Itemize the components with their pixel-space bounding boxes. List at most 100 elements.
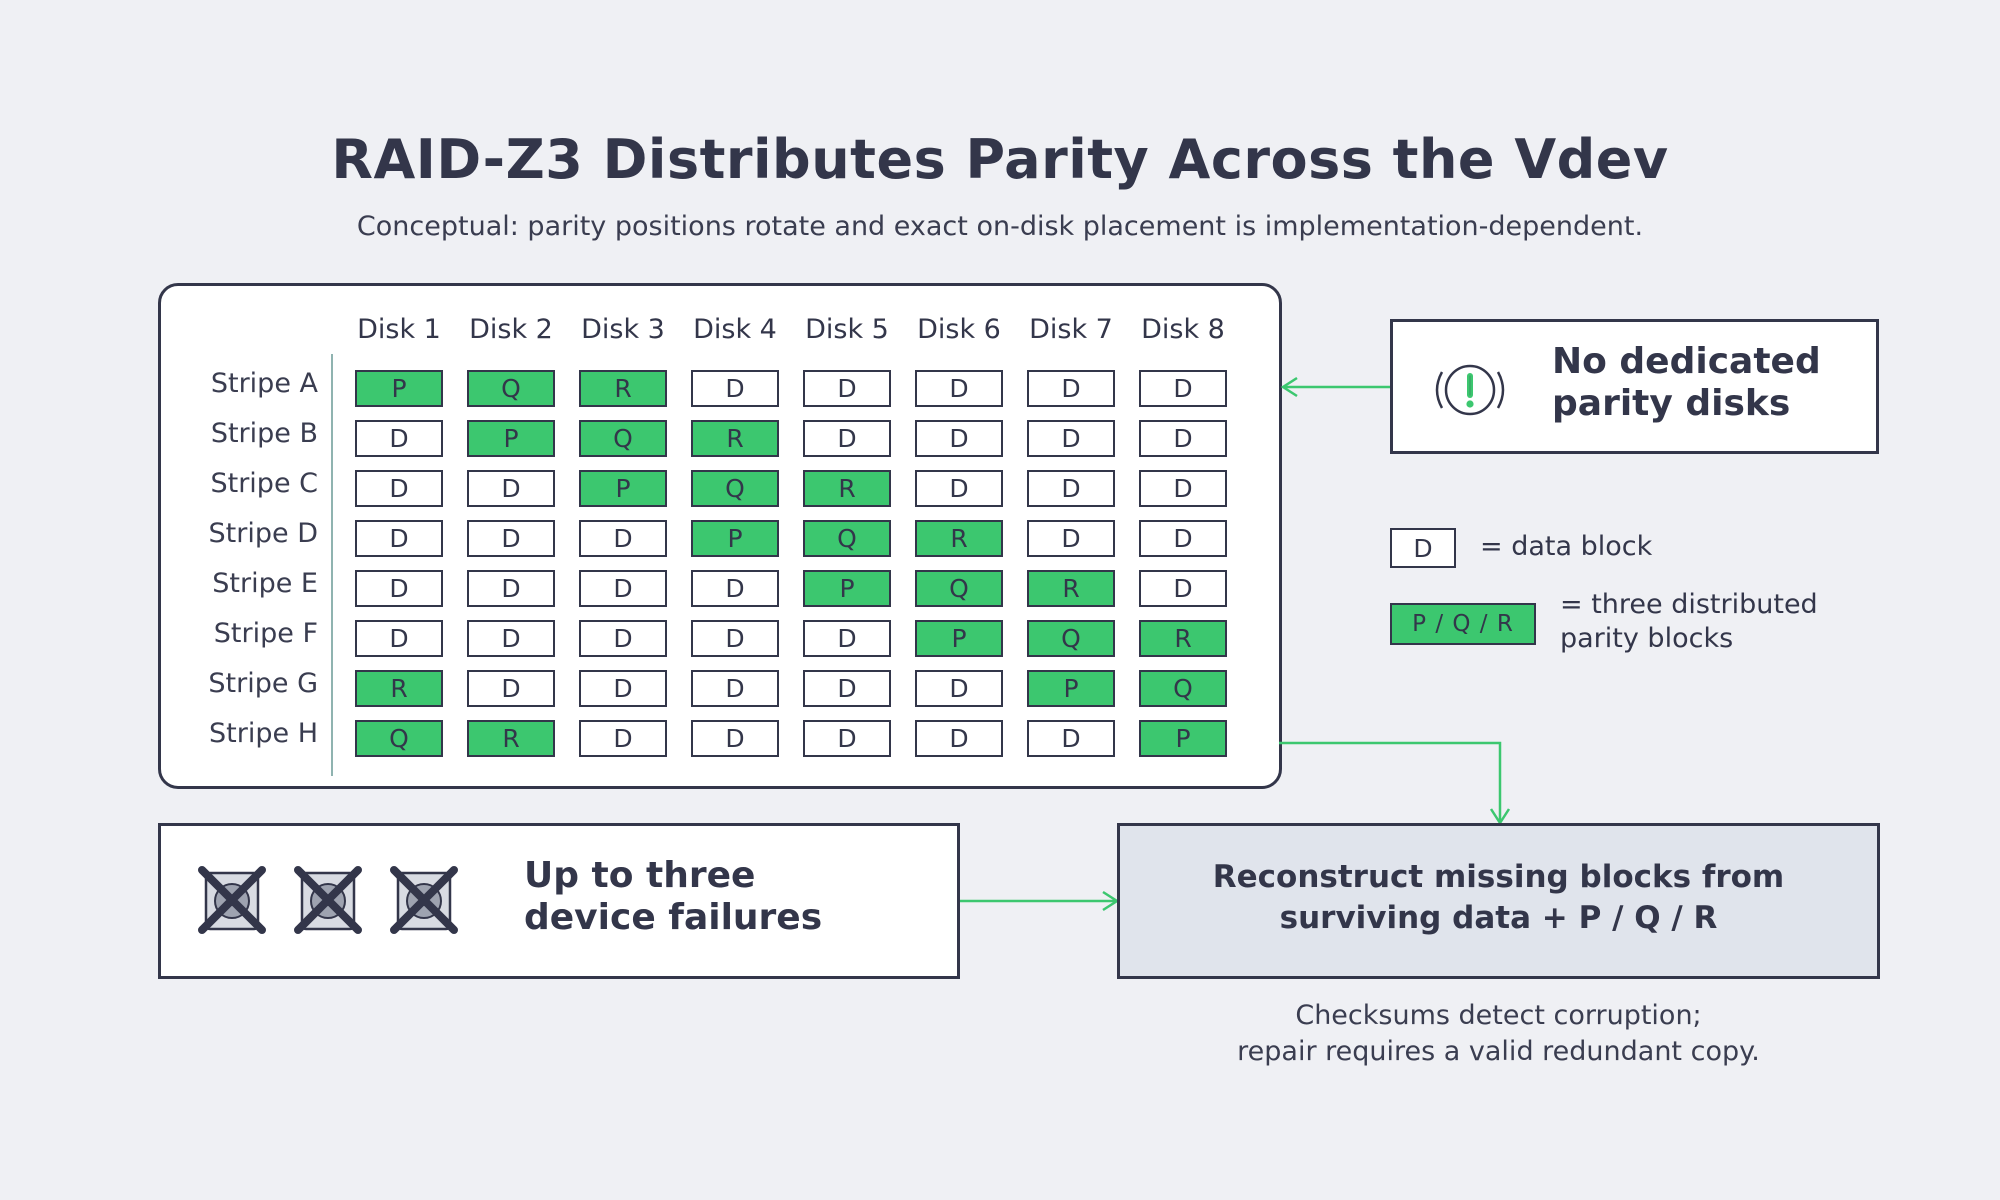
data-block: D — [579, 720, 667, 757]
data-block: D — [467, 520, 555, 557]
parity-block: P — [691, 520, 779, 557]
data-block: D — [579, 620, 667, 657]
failed-disk-icon — [388, 864, 460, 940]
stripe-label-c: Stripe C — [210, 468, 318, 499]
disk-header-2: Disk 2 — [469, 314, 553, 345]
data-block: D — [1027, 520, 1115, 557]
data-block: D — [691, 620, 779, 657]
legend-data-swatch: D — [1390, 528, 1456, 568]
data-block: D — [579, 520, 667, 557]
disk-header-5: Disk 5 — [805, 314, 889, 345]
parity-block: Q — [579, 420, 667, 457]
no-dedicated-parity-label: No dedicated parity disks — [1552, 341, 1821, 425]
data-block: D — [691, 570, 779, 607]
no-parity-line2: parity disks — [1552, 383, 1791, 424]
data-block: D — [467, 470, 555, 507]
data-block: D — [355, 520, 443, 557]
footnote-line1: Checksums detect corruption; — [1295, 1000, 1702, 1031]
data-block: D — [579, 670, 667, 707]
data-block: D — [803, 370, 891, 407]
data-block: D — [579, 570, 667, 607]
footnote: Checksums detect corruption; repair requ… — [1117, 998, 1880, 1070]
disk-header-8: Disk 8 — [1141, 314, 1225, 345]
failed-disk-icon — [292, 864, 364, 940]
failed-disk-icon — [196, 864, 268, 940]
data-block: D — [915, 370, 1003, 407]
legend-parity-text: = three distributed parity blocks — [1560, 588, 1818, 656]
parity-block: P — [1027, 670, 1115, 707]
parity-block: P — [1139, 720, 1227, 757]
parity-block: P — [355, 370, 443, 407]
warning-icon — [1430, 355, 1510, 425]
reconstruct-callout — [1117, 823, 1880, 979]
failures-line2: device failures — [524, 897, 823, 938]
parity-block: R — [691, 420, 779, 457]
parity-block: Q — [355, 720, 443, 757]
device-failures-callout — [158, 823, 960, 979]
data-block: D — [915, 670, 1003, 707]
parity-block: R — [803, 470, 891, 507]
data-block: D — [1027, 720, 1115, 757]
disk-header-6: Disk 6 — [917, 314, 1001, 345]
legend-parity-line1: = three distributed — [1560, 589, 1818, 620]
parity-block: P — [915, 620, 1003, 657]
data-block: D — [803, 420, 891, 457]
diagram-title: RAID-Z3 Distributes Parity Across the Vd… — [331, 128, 1669, 191]
parity-block: R — [355, 670, 443, 707]
parity-block: R — [915, 520, 1003, 557]
parity-block: P — [803, 570, 891, 607]
data-block: D — [355, 470, 443, 507]
legend-parity-swatch: P / Q / R — [1390, 603, 1536, 645]
data-block: D — [1139, 570, 1227, 607]
parity-block: Q — [691, 470, 779, 507]
data-block: D — [691, 720, 779, 757]
data-block: D — [467, 620, 555, 657]
parity-block: Q — [467, 370, 555, 407]
data-block: D — [1139, 370, 1227, 407]
stripe-label-g: Stripe G — [208, 668, 318, 699]
disk-header-3: Disk 3 — [581, 314, 665, 345]
data-block: D — [1139, 420, 1227, 457]
data-block: D — [691, 670, 779, 707]
parity-block: P — [467, 420, 555, 457]
data-block: D — [915, 720, 1003, 757]
data-block: D — [467, 670, 555, 707]
stripe-label-f: Stripe F — [213, 618, 318, 649]
parity-block: R — [579, 370, 667, 407]
no-parity-line1: No dedicated — [1552, 341, 1821, 382]
data-block: D — [1139, 470, 1227, 507]
arrow-grid-to-reconstruct — [1279, 741, 1502, 823]
reconstruct-label: Reconstruct missing blocks from survivin… — [1117, 857, 1880, 939]
reconstruct-line2: surviving data + P / Q / R — [1279, 900, 1718, 936]
stripe-label-b: Stripe B — [210, 418, 318, 449]
device-failures-label: Up to three device failures — [524, 855, 822, 939]
parity-block: R — [1027, 570, 1115, 607]
parity-block: P — [579, 470, 667, 507]
parity-block: Q — [1139, 670, 1227, 707]
diagram-subtitle: Conceptual: parity positions rotate and … — [356, 211, 1644, 242]
reconstruct-line1: Reconstruct missing blocks from — [1212, 859, 1785, 895]
data-block: D — [691, 370, 779, 407]
parity-block: R — [467, 720, 555, 757]
grid-divider — [331, 354, 333, 776]
legend-data-text: = data block — [1480, 531, 1653, 562]
stripe-label-a: Stripe A — [210, 368, 318, 399]
data-block: D — [355, 420, 443, 457]
data-block: D — [915, 420, 1003, 457]
data-block: D — [803, 720, 891, 757]
data-block: D — [1027, 470, 1115, 507]
stripe-label-d: Stripe D — [208, 518, 318, 549]
data-block: D — [355, 570, 443, 607]
data-block: D — [915, 470, 1003, 507]
data-block: D — [1027, 370, 1115, 407]
data-block: D — [355, 620, 443, 657]
legend-parity-line2: parity blocks — [1560, 623, 1734, 654]
parity-block: Q — [803, 520, 891, 557]
data-block: D — [1139, 520, 1227, 557]
parity-block: Q — [1027, 620, 1115, 657]
data-block: D — [467, 570, 555, 607]
parity-block: Q — [915, 570, 1003, 607]
arrow-no-parity-to-grid-head — [1280, 376, 1298, 398]
data-block: D — [1027, 420, 1115, 457]
